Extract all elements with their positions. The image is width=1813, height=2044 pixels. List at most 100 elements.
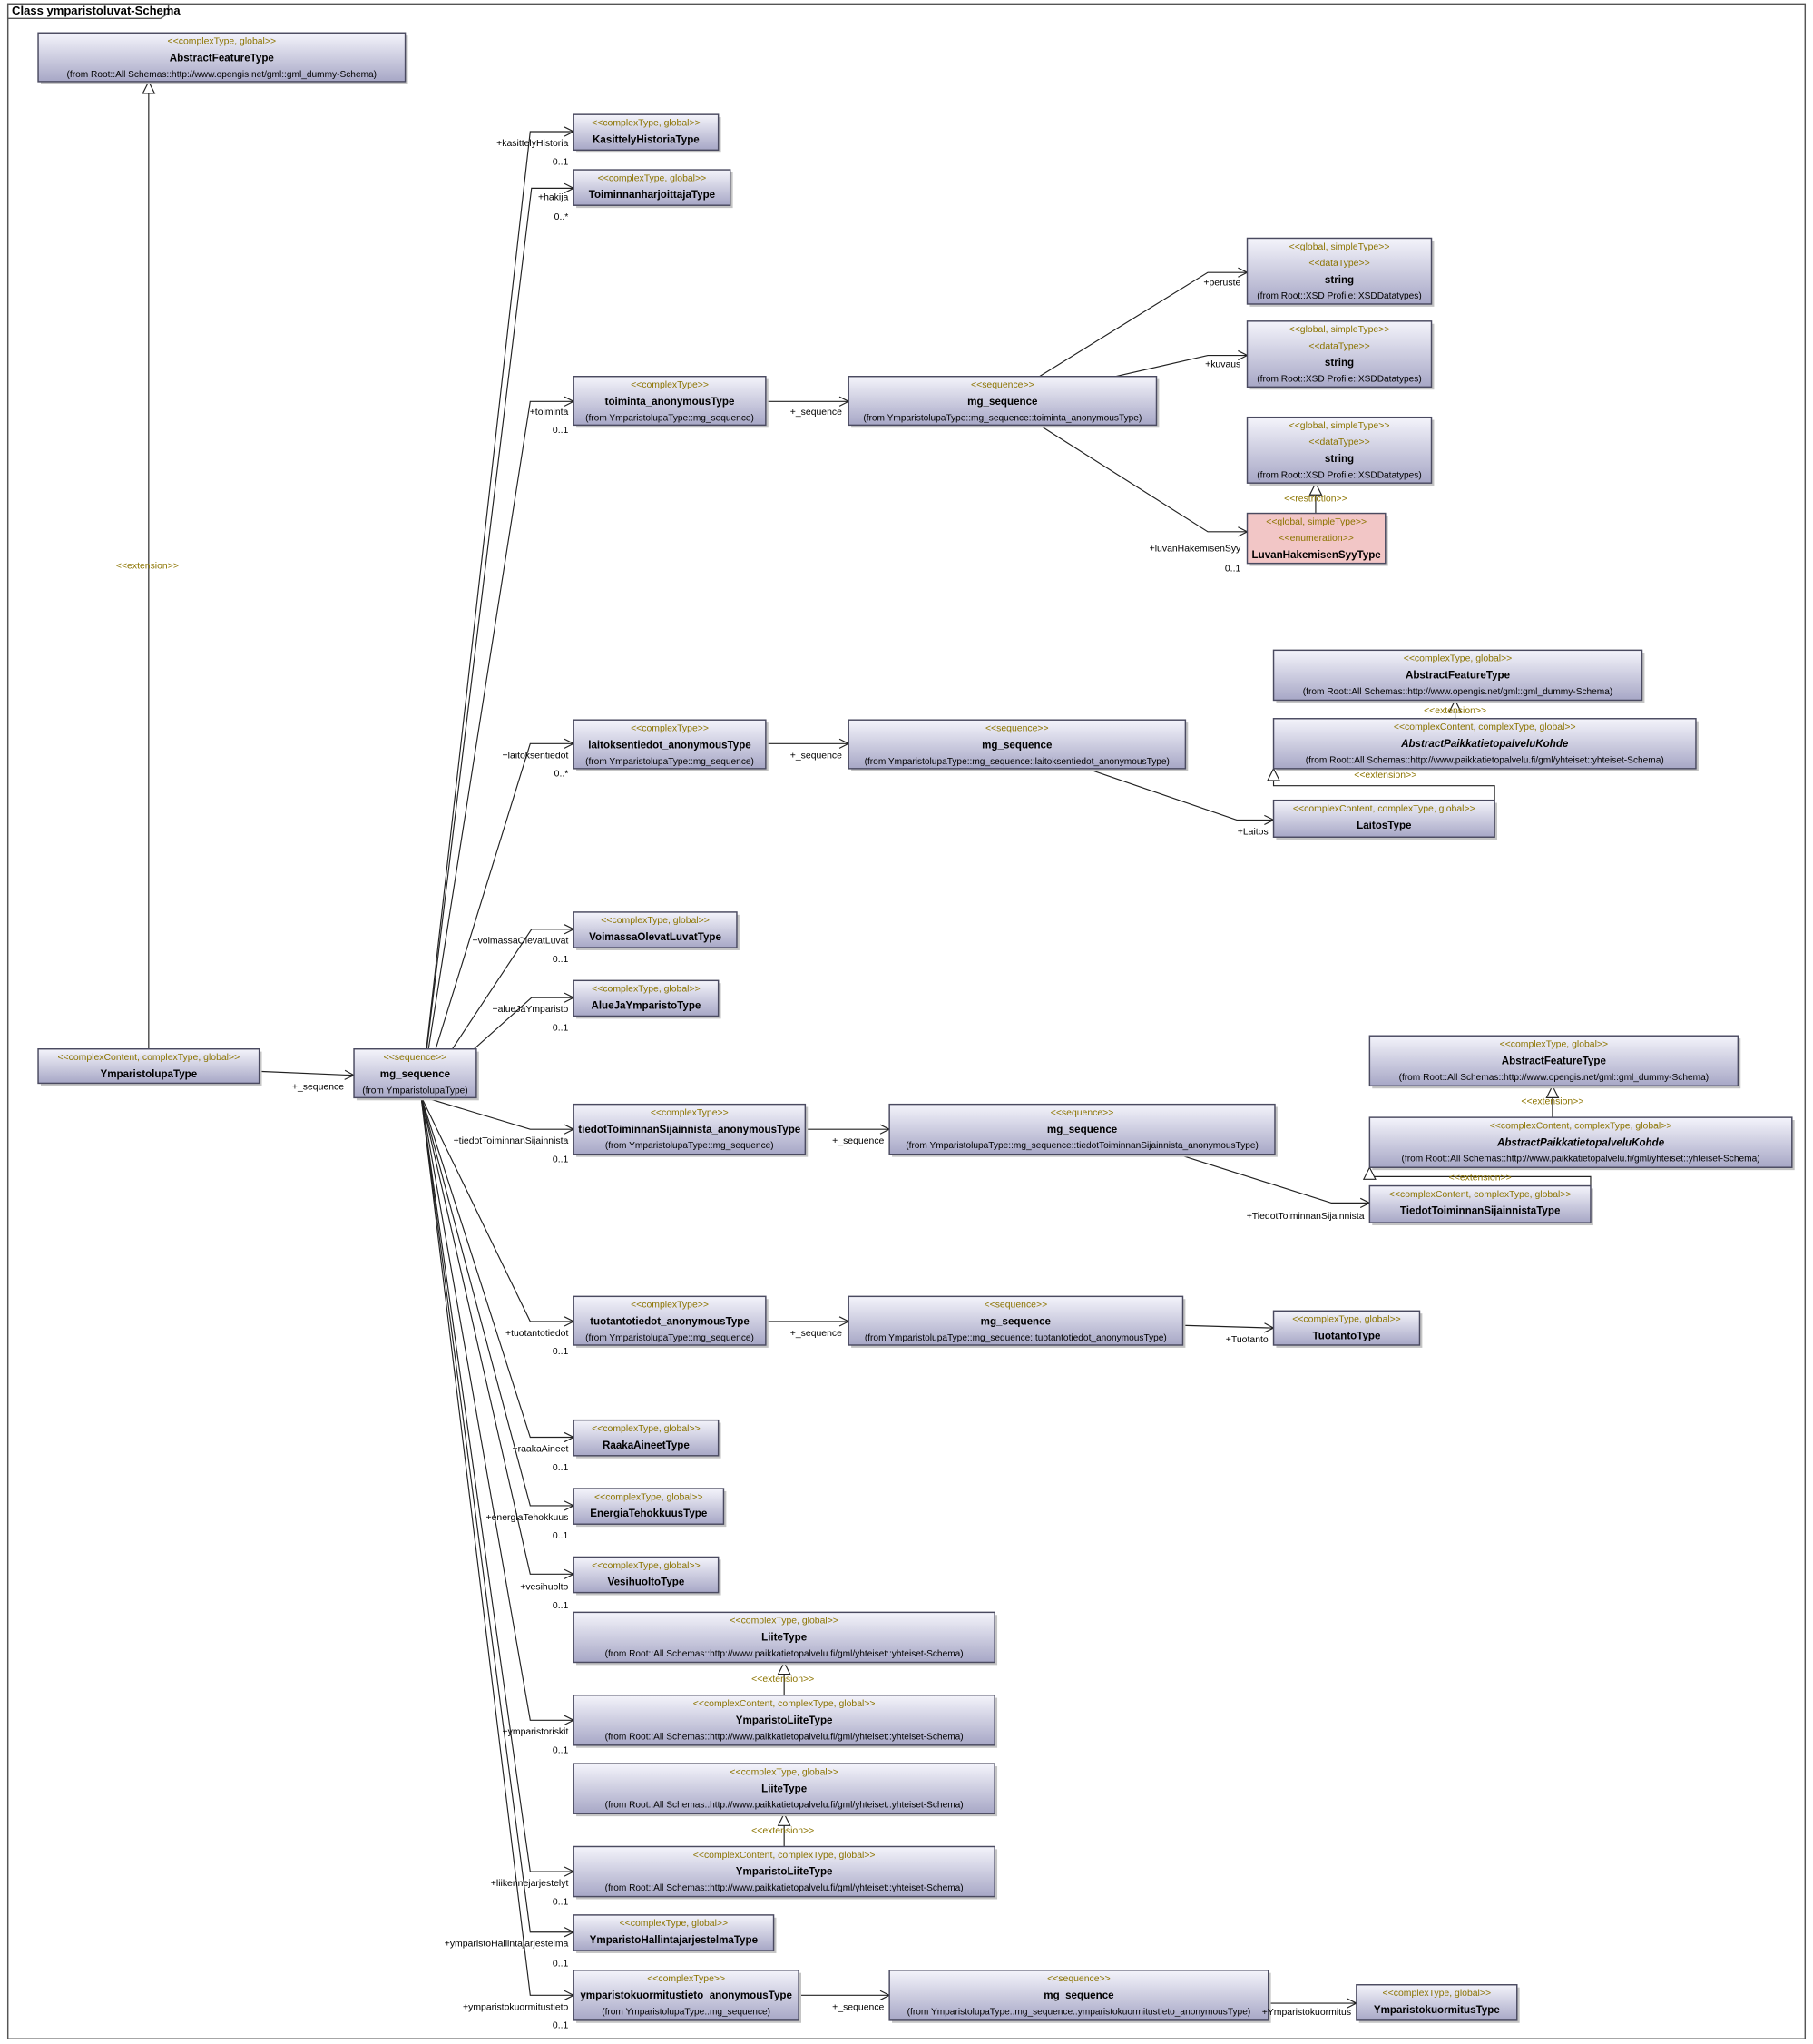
class-stereotype: <<complexType, global>> [592,118,701,128]
class-origin: (from Root::All Schemas::http://www.paik… [605,1732,964,1742]
class-box [573,979,720,1017]
class-raaka[interactable]: <<complexType, global>>RaakaAineetType [573,1419,721,1459]
class-origin: (from YmparistolupaType::mg_sequence) [602,2007,770,2017]
class-vesi[interactable]: <<complexType, global>>VesihuoltoType [573,1556,721,1596]
class-ypl[interactable]: <<complexContent, complexType, global>>Y… [37,1048,262,1086]
class-box [1246,416,1433,484]
class-stereotype: <<complexType, global>> [730,1767,838,1777]
class-box [888,1103,1276,1155]
class-stereotype: <<complexContent, complexType, global>> [57,1053,240,1063]
class-stereotype: <<global, simpleType>> [1289,242,1390,252]
class-name: TiedotToiminnanSijainnistaType [1400,1205,1561,1217]
class-name: EnergiaTehokkuusType [590,1508,708,1519]
class-yliite_1[interactable]: <<complexContent, complexType, global>>Y… [573,1694,998,1748]
class-liite_1[interactable]: <<complexType, global>>LiiteType(from Ro… [573,1611,998,1666]
class-ykuorm[interactable]: <<complexType, global>>Ymparistokuormitu… [1356,1984,1520,2023]
role-label: +vesihuolto [520,1583,568,1593]
class-tts[interactable]: <<complexType>> tiedotToiminnanSijainnist… [573,1103,808,1157]
class-box [353,1048,477,1099]
class-ykt[interactable]: <<complexType>>ymparistokuormitustieto_a… [573,1970,802,2023]
class-name: YmparistoHallintajarjestelmaType [590,1934,759,1946]
class-name: mg_sequence [1047,1124,1118,1135]
multiplicity-label: 0..1 [553,1023,569,1033]
class-name: LiiteType [761,1783,808,1794]
class-ttst[interactable]: <<complexContent, complexType, global>>T… [1368,1184,1593,1226]
class-stereotype: <<complexType, global>> [592,1424,701,1434]
class-aft_3[interactable]: <<complexType, global>>AbstractFeatureTy… [1368,1035,1741,1089]
multiplicity-label: 0..1 [553,1601,569,1611]
class-stereotype: <<complexContent, complexType, global>> [1394,722,1576,732]
class-stereotype: <<complexType, global>> [592,1561,701,1571]
class-mg_root[interactable]: <<sequence>>mg_sequence(from Ymparistolu… [353,1048,479,1101]
class-box [1368,1116,1793,1168]
class-ener[interactable]: <<complexType, global>>EnergiaTehokkuusT… [573,1488,727,1528]
role-label: +_sequence [832,2002,884,2012]
class-mg_tts[interactable]: <<sequence>>mg_sequence(from Ymparistolu… [888,1103,1278,1157]
class-yhjt[interactable]: <<complexType, global>>YmparistoHallinta… [573,1914,777,1953]
class-tuotanto[interactable]: <<complexType, global>>TuotantoType [1272,1310,1423,1348]
class-lait[interactable]: <<complexType>>laitoksentiedot_anonymous… [573,719,769,771]
class-name: mg_sequence [982,739,1053,751]
association-line [420,131,574,1096]
class-origin: (from YmparistolupaType::mg_sequence::to… [863,413,1142,423]
class-kht[interactable]: <<complexType, global>> KasittelyHistoria… [573,113,721,153]
class-stereotype: <<complexType, global>> [592,985,701,995]
class-origin: (from YmparistolupaType::mg_sequence) [585,413,754,423]
class-mg_lait[interactable]: <<sequence>>mg_sequence(from Ymparistolu… [848,719,1189,771]
edge-e_ext_yl1 [777,1661,791,1695]
class-aft_2[interactable]: <<complexType, global>>AbstractFeatureTy… [1272,649,1645,703]
class-mg_tuot[interactable]: <<sequence>>mg_sequence(from Ymparistolu… [848,1295,1186,1348]
association-line [259,1070,355,1076]
class-toim[interactable]: <<complexType>>toiminta_anonymousType(fr… [573,376,769,428]
class-name: AbstractPaikkatietopalveluKohde [1496,1136,1665,1148]
role-label: +ymparistokuormitustieto [463,2002,568,2012]
class-stereotype: <<complexContent, complexType, global>> [693,1699,876,1709]
class-name: LiiteType [761,1632,808,1644]
class-stereotype: <<complexContent, complexType, global>> [1293,804,1475,814]
class-aft_top[interactable]: <<complexType, global>>AbstractFeatureTy… [37,32,408,84]
class-laitos[interactable]: <<complexContent, complexType, global>>L… [1272,799,1498,840]
multiplicity-label: 0..1 [553,426,569,436]
class-name: KasittelyHistoriaType [593,133,700,145]
class-origin: (from Root::All Schemas::http://www.paik… [605,1649,964,1659]
class-name: tiedotToiminnanSijainnista_anonymousType [578,1124,801,1135]
role-label: +hakija [538,192,569,202]
class-box [573,1845,995,1898]
class-lhs[interactable]: <<global, simpleType>><<enumeration>>Luv… [1246,512,1388,566]
class-box [573,1103,807,1155]
class-tuot[interactable]: <<complexType>>tuotantotiedot_anonymousT… [573,1295,769,1348]
class-apk_1[interactable]: <<complexContent, complexType, global>>A… [1272,718,1699,771]
class-vol[interactable]: <<complexType, global>>VoimassaOlevatLuv… [573,911,740,950]
class-stereotype: <<complexContent, complexType, global>> [693,1851,876,1861]
edge-stereotype-label: <<extension>> [116,561,179,571]
class-box [888,1970,1269,2021]
class-liite_2[interactable]: <<complexType, global>>LiiteType(from Ro… [573,1763,998,1817]
class-origin: (from YmparistolupaType::mg_sequence::la… [865,757,1170,767]
edge-stereotype-label: <<extension>> [1424,706,1486,716]
class-box [848,719,1187,770]
class-ajy[interactable]: <<complexType, global>>AlueJaYmparistoTy… [573,979,721,1019]
edge-stereotype-label: <<restriction>> [1284,494,1348,504]
role-label: +_sequence [790,751,842,761]
association-line [1039,271,1248,378]
class-mg_toim[interactable]: <<sequence>>mg_sequence(from Ymparistolu… [848,376,1160,428]
class-stereotype: <<complexType, global>> [1500,1040,1609,1050]
class-str2[interactable]: <<global, simpleType>><<dataType>>string… [1246,320,1435,390]
class-yliite_2[interactable]: <<complexContent, complexType, global>>Y… [573,1845,998,1900]
class-box [573,1295,767,1346]
class-box [1368,1035,1740,1087]
association-line [1115,354,1248,378]
class-stereotype: <<complexType>> [651,1108,729,1118]
class-stereotype: <<enumeration>> [1279,534,1353,544]
class-mg_ykt[interactable]: <<sequence>>mg_sequence(from Ymparistolu… [888,1970,1271,2023]
class-name: ymparistokuormitustieto_anonymousType [580,1990,792,2001]
class-tht[interactable]: <<complexType, global>>Toiminnanharjoitt… [573,169,733,209]
association-line [420,1096,574,1872]
role-label: +liikennejarjestelyt [491,1879,569,1889]
class-box [1246,237,1433,305]
class-str1[interactable]: <<global, simpleType>><<dataType>>string… [1246,237,1435,307]
class-box [573,911,738,948]
class-str3[interactable]: <<global, simpleType>><<dataType>>string… [1246,416,1435,486]
role-label: +_sequence [292,1083,344,1093]
class-apk_2[interactable]: <<complexContent, complexType, global>>A… [1368,1116,1795,1171]
